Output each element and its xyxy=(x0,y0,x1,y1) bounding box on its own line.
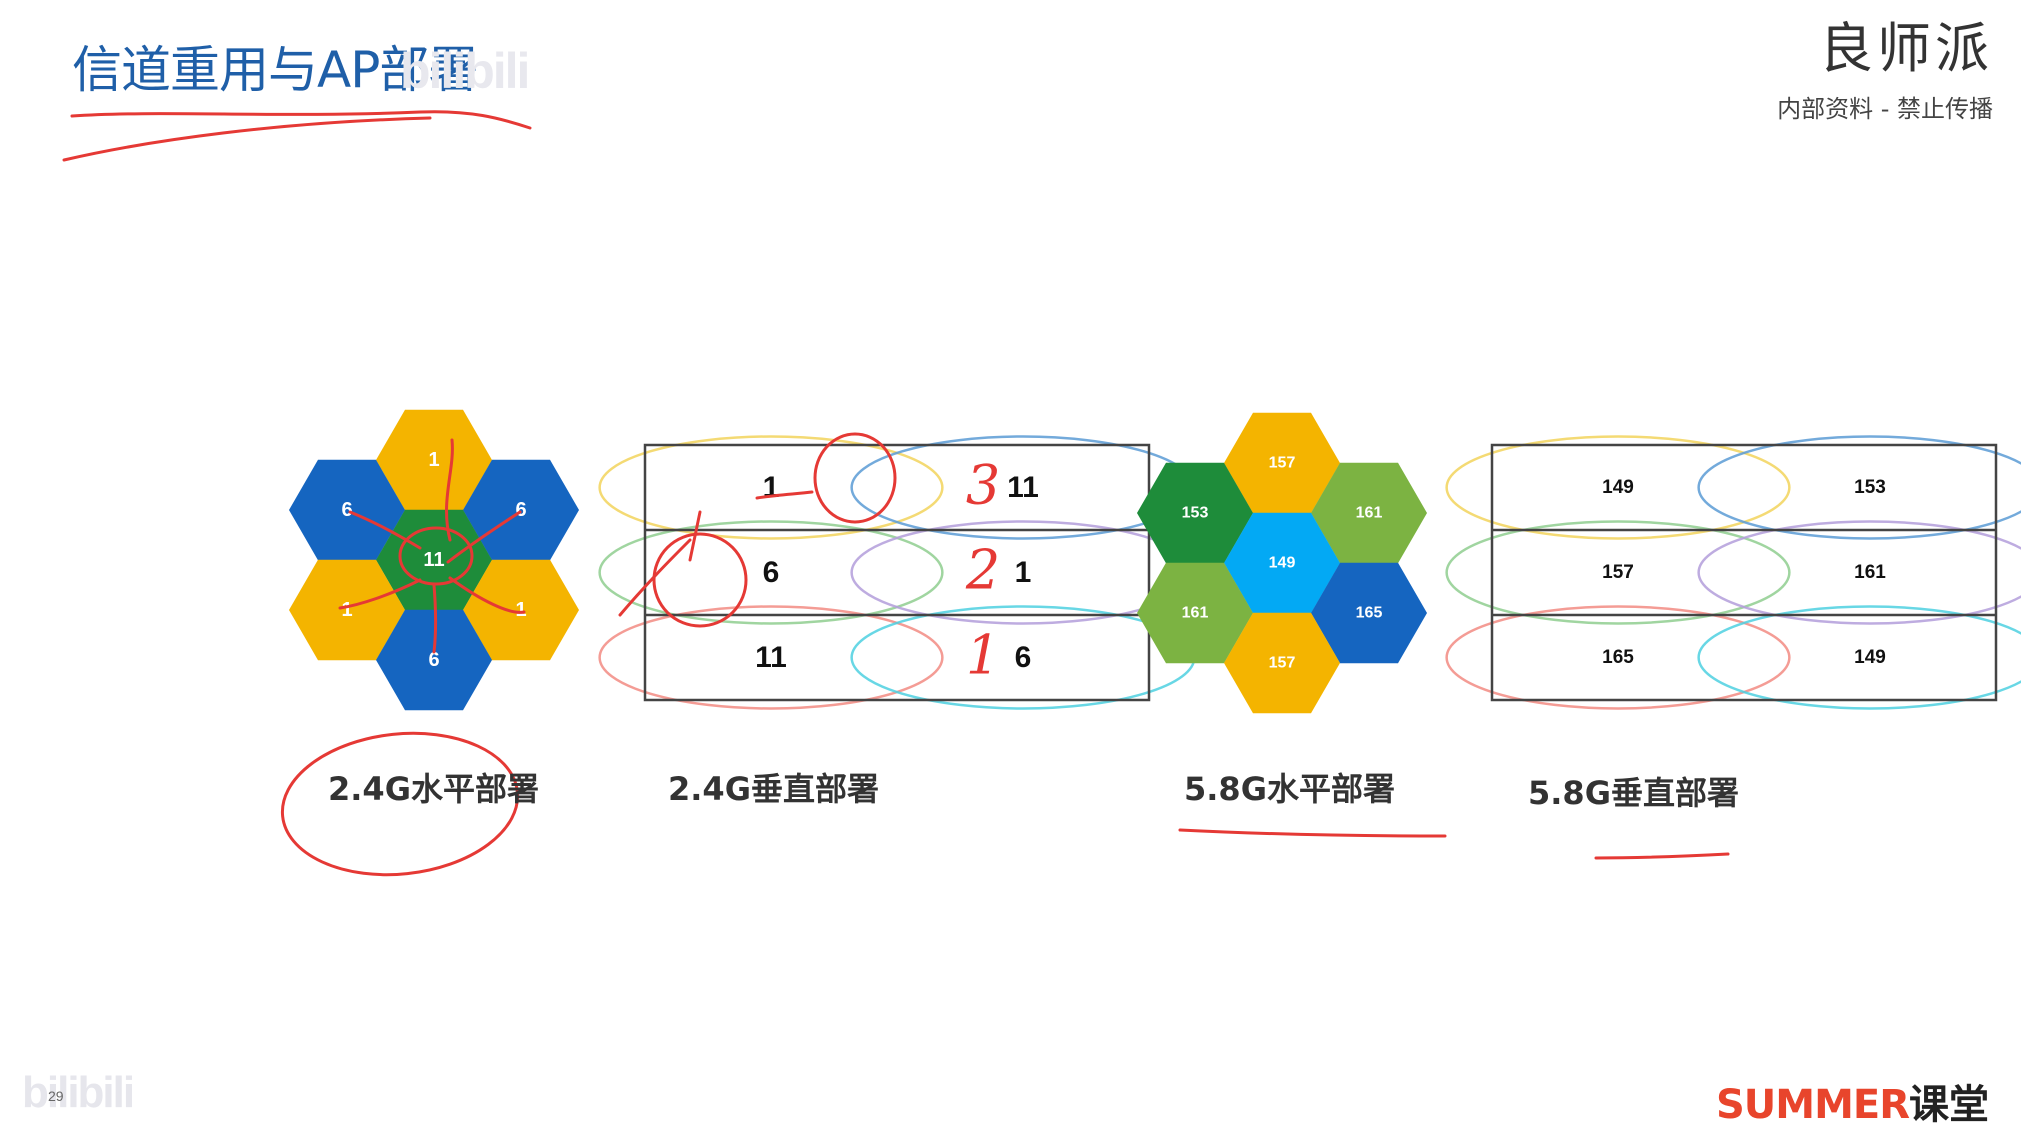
caption-underline-stroke xyxy=(1178,828,1447,838)
grid-circle-stroke xyxy=(652,532,748,628)
title-underline-stroke xyxy=(70,110,532,130)
handwritten-annotation-number: 2 xyxy=(965,539,1000,602)
hex-24g-hex-cell xyxy=(376,609,492,711)
grid-58g-grid-cell-label: 153 xyxy=(1854,477,1886,498)
hex-24g-hex-cell xyxy=(376,409,492,511)
hex-24g-hex-label: 1 xyxy=(515,599,526,621)
hex-58g-hex-cell xyxy=(1224,512,1340,614)
grid-24g-grid-cell-label: 11 xyxy=(755,641,787,674)
hex-arrow-stroke xyxy=(445,438,454,542)
hex-24g-hex-cell xyxy=(463,459,579,561)
grid-24g-grid-cell-label: 6 xyxy=(1015,641,1032,674)
brand-name: 良师派 xyxy=(1819,17,1993,80)
hex-58g-hex-label: 153 xyxy=(1182,505,1209,522)
handwritten-annotation-number: 3 xyxy=(966,454,1000,517)
hex-58g-hex-label: 161 xyxy=(1182,605,1209,622)
grid-58g-grid-frame xyxy=(1490,443,1998,702)
caption-58g-horizontal: 5.8G水平部署 xyxy=(1184,770,1395,808)
hex-arrow-stroke xyxy=(446,510,522,564)
footer-brand: SUMMER课堂 xyxy=(1716,1072,1989,1130)
hex-58g-hex-label: 161 xyxy=(1356,505,1383,522)
brand-subtitle: 内部资料 - 禁止传播 xyxy=(1777,95,1993,123)
hex-24g-hex-label: 1 xyxy=(428,449,439,471)
hex-58g-hex-cell xyxy=(1311,562,1427,664)
grid-58g-grid-cell-label: 161 xyxy=(1854,562,1886,583)
grid-arrow-stroke xyxy=(755,490,814,500)
hex-58g-hex-label: 149 xyxy=(1269,555,1296,572)
grid-24g-grid-cell-label: 11 xyxy=(1007,471,1039,504)
page-number: 29 xyxy=(48,1088,64,1104)
hex-58g-hex-label: 157 xyxy=(1269,455,1296,472)
hex-24g-hex-cell xyxy=(289,559,405,661)
hex-24g-hex-label: 11 xyxy=(423,549,444,571)
hex-arrow-stroke xyxy=(348,510,422,550)
grid-24g-grid-cell-label: 1 xyxy=(763,471,780,504)
grid-58g-coverage-circle xyxy=(1697,435,2021,540)
hex-24g-hex-cell xyxy=(289,459,405,561)
hex-24g-hex-label: 6 xyxy=(341,499,352,521)
grid-24g-coverage-circle xyxy=(598,520,944,625)
grid-58g-coverage-circle xyxy=(1445,605,1791,710)
caption-underline-stroke xyxy=(1594,852,1730,860)
hex-24g-hex-cell xyxy=(463,559,579,661)
handwritten-annotation-number: 1 xyxy=(966,624,1000,687)
caption-24g-horizontal: 2.4G水平部署 xyxy=(328,770,539,808)
hex-58g-hex-cell xyxy=(1137,562,1253,664)
grid-58g-grid-cell-label: 149 xyxy=(1602,477,1634,498)
hex-24g-hex-label: 6 xyxy=(515,499,526,521)
footer-brand-ketang: 课堂 xyxy=(1909,1082,1989,1128)
grid-24g-grid-frame xyxy=(643,443,1151,702)
brand-block: 良师派 内部资料 - 禁止传播 xyxy=(1777,4,1993,124)
grid-24g-grid-cell-label: 6 xyxy=(763,556,780,589)
caption-58g-vertical: 5.8G垂直部署 xyxy=(1528,774,1739,812)
hex-center-circle-stroke xyxy=(398,526,474,586)
hex-58g-hex-cell xyxy=(1224,412,1340,514)
hex-arrow-stroke xyxy=(338,578,422,610)
grid-24g-coverage-circle xyxy=(598,605,944,710)
hex-24g-hex-label: 1 xyxy=(341,599,352,621)
grid-58g-grid-cell-label: 149 xyxy=(1854,647,1886,668)
grid-circle-stroke xyxy=(813,432,897,524)
footer-brand-summer: SUMMER xyxy=(1715,1082,1910,1128)
bilibili-watermark: bilibili xyxy=(400,43,530,99)
slide-title: 信道重用与AP部署 xyxy=(72,41,478,99)
hex-24g-hex-cell xyxy=(376,509,492,611)
grid-58g-grid-cell-label: 157 xyxy=(1602,562,1634,583)
caption-24g-vertical: 2.4G垂直部署 xyxy=(668,770,879,808)
hex-58g-hex-label: 165 xyxy=(1356,605,1383,622)
hex-arrow-stroke xyxy=(448,576,526,614)
grid-24g-grid-cell-label: 1 xyxy=(1015,556,1032,589)
grid-24g-coverage-circle xyxy=(598,435,944,540)
hex-58g-hex-cell xyxy=(1224,612,1340,714)
caption-circle-stroke xyxy=(280,731,520,877)
title-underline-stroke xyxy=(62,116,432,162)
hex-arrow-stroke xyxy=(432,583,437,654)
grid-58g-coverage-circle xyxy=(1697,605,2021,710)
hex-58g-hex-label: 157 xyxy=(1269,655,1296,672)
bilibili-watermark-bottom: bilibili xyxy=(22,1068,135,1117)
grid-58g-coverage-circle xyxy=(1445,435,1791,540)
grid-58g-coverage-circle xyxy=(1445,520,1791,625)
grid-58g-grid-cell-label: 165 xyxy=(1602,647,1634,668)
grid-arrow-stroke xyxy=(618,510,702,617)
hex-58g-hex-cell xyxy=(1137,462,1253,564)
hex-24g-hex-label: 6 xyxy=(428,649,439,671)
hex-58g-hex-cell xyxy=(1311,462,1427,564)
grid-58g-coverage-circle xyxy=(1697,520,2021,625)
